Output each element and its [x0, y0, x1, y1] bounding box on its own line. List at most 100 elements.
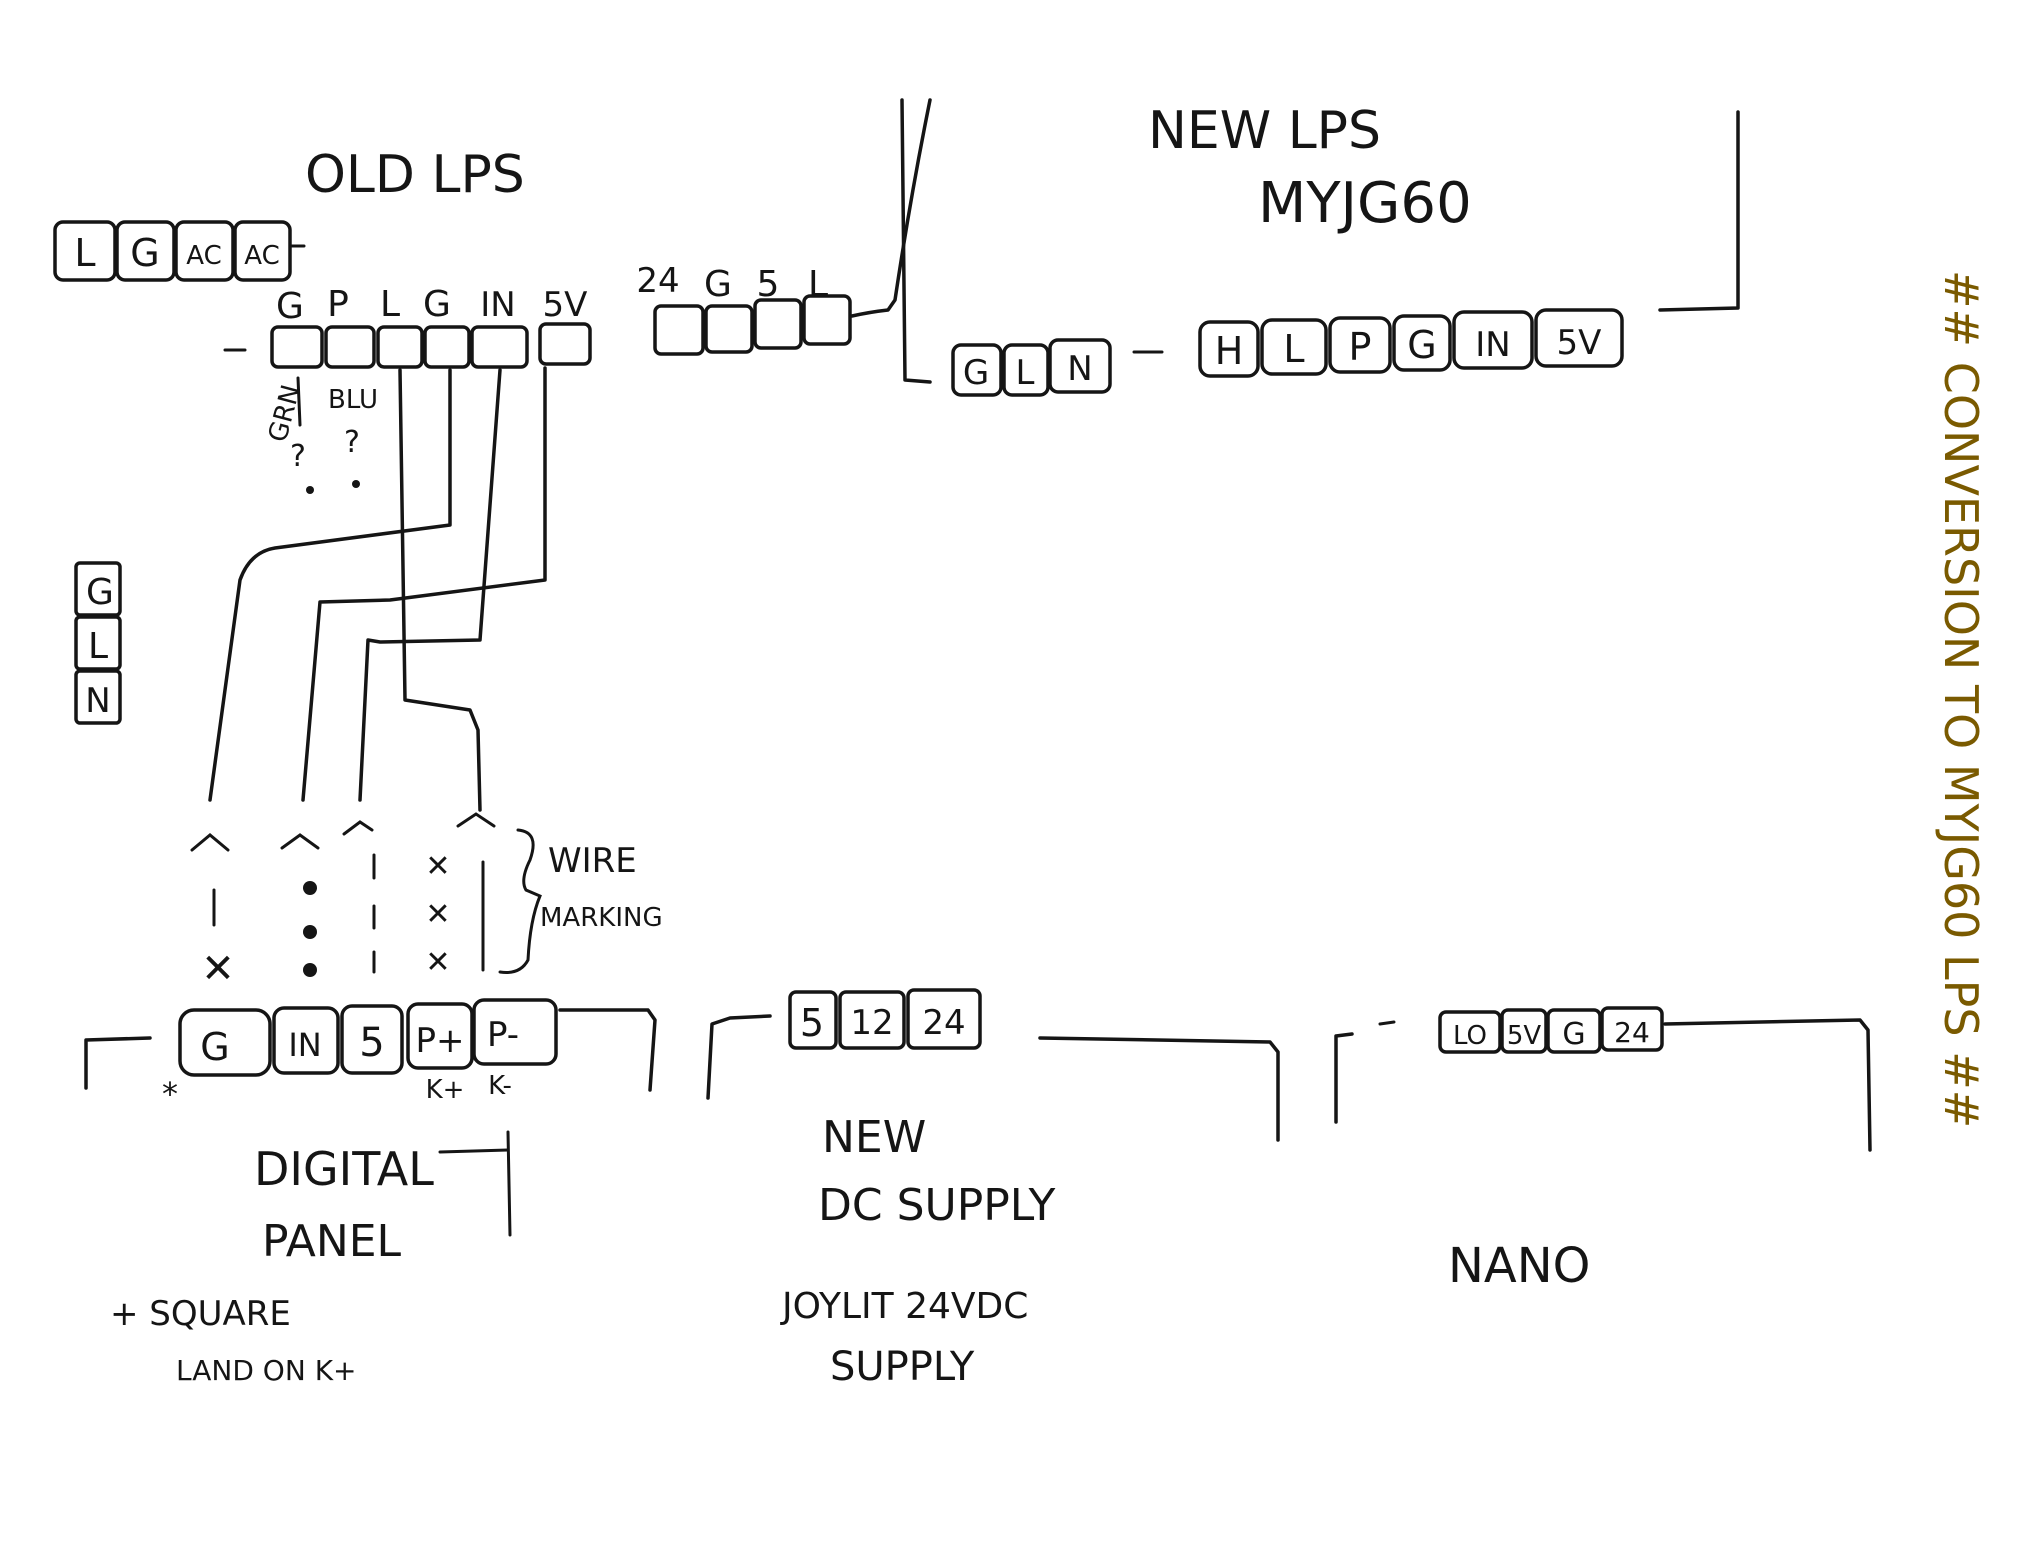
pin-label: IN: [480, 285, 515, 325]
x-mark: ✕: [425, 945, 450, 980]
terminal-box: [1198, 320, 1260, 378]
pin-label: G: [704, 264, 732, 305]
x-mark: ✕: [201, 946, 235, 992]
terminal-box: [272, 1006, 340, 1075]
terminal-box: [538, 322, 592, 366]
new-lps-dc-label: P: [1349, 325, 1372, 369]
terminal-box: [1534, 308, 1624, 368]
new-lps-dc-label: G: [1407, 323, 1436, 367]
wire-marking-line1: WIRE: [548, 841, 637, 881]
dc-supply-title-line1: NEW: [822, 1112, 926, 1163]
panel-sub-label: K-: [488, 1071, 512, 1101]
terminal-box: [838, 990, 906, 1050]
terminal-box: [1392, 314, 1452, 372]
terminal-label: G: [86, 572, 114, 613]
dc-supply-note-line2: SUPPLY: [830, 1344, 975, 1390]
terminal-box: [1328, 316, 1392, 374]
nano-title: NANO: [1448, 1238, 1590, 1294]
nano-terminal-label: LO: [1453, 1021, 1487, 1051]
panel-sub-label: K+: [426, 1075, 465, 1105]
wire-marking-line2: MARKING: [540, 903, 663, 933]
terminal-box: [74, 615, 122, 671]
pin-label: P: [327, 284, 349, 325]
nano-terminal-label: 24: [1614, 1016, 1650, 1049]
spare-gln-block: G L N: [74, 561, 122, 725]
terminal-label: L: [88, 626, 108, 667]
new-lps: NEW LPS MYJG60 G L N H L P G IN 5V: [900, 98, 1740, 397]
terminal-box: [1500, 1008, 1548, 1054]
terminal-box: [1002, 343, 1050, 397]
asterisk-mark: *: [162, 1075, 178, 1113]
terminal-box: [1260, 318, 1328, 376]
panel-terminal-label: P-: [487, 1015, 519, 1055]
new-lps-model: MYJG60: [1258, 171, 1472, 236]
nano-terminal-label: G: [1562, 1017, 1585, 1052]
new-lps-ac-label: L: [1016, 353, 1035, 393]
new-lps-dc-label: H: [1215, 329, 1244, 373]
unknown-mark: ?: [290, 439, 306, 474]
terminal-box: [270, 325, 324, 369]
unknown-mark: ?: [344, 425, 360, 460]
side-title-text: ## CONVERSION TO MYJG60 LPS ##: [1934, 270, 1988, 1128]
terminal-box: [178, 1008, 272, 1077]
old-lps-terminal-strip: [223, 322, 592, 369]
pin-label: L: [380, 284, 400, 325]
terminal-box: [1546, 1008, 1602, 1054]
side-title: ## CONVERSION TO MYJG60 LPS ##: [1934, 270, 1988, 1128]
x-mark: ✕: [425, 897, 450, 932]
x-mark: ✕: [425, 849, 450, 884]
new-lps-dc-label: IN: [1475, 325, 1510, 365]
panel-terminal-label: G: [200, 1025, 229, 1069]
new-lps-ac-label: G: [963, 353, 989, 393]
terminal-box: [324, 325, 376, 369]
terminal-box: [472, 998, 558, 1066]
old-lps-to-panel-wires: [208, 366, 547, 812]
dc-terminal-label: 24: [922, 1003, 965, 1043]
panel-terminal-label: 5: [359, 1020, 384, 1066]
terminal-box: [340, 1004, 404, 1075]
new-lps-title: NEW LPS: [1148, 101, 1381, 161]
terminal-box: [704, 304, 754, 354]
dc-terminal-label: 12: [850, 1003, 893, 1043]
terminal-box: [653, 304, 705, 356]
terminal-box: [74, 669, 122, 725]
old-lps-ac-block: L G AC AC: [53, 220, 306, 282]
old-lps-output-strip: 24 G 5 L: [636, 98, 932, 356]
blu-label: BLU: [328, 385, 378, 415]
dc-terminal-label: 5: [800, 1001, 824, 1045]
panel-note-line2: LAND ON K+: [176, 1354, 357, 1387]
terminal-box: [115, 220, 176, 282]
terminal-box: [376, 325, 424, 369]
digital-panel: G IN 5 P+ P- * K+ K- DIGITAL PANEL + SQU…: [84, 998, 657, 1387]
dc-supply-note-line1: JOYLIT 24VDC: [780, 1286, 1028, 1327]
old-lps-title: OLD LPS: [305, 145, 525, 205]
terminal-box: [951, 343, 1003, 397]
pin-label: G: [423, 284, 451, 325]
terminal-box: [406, 1002, 474, 1070]
terminal-box: [1048, 338, 1112, 394]
old-lps-unknown-notes: GRN BLU ? ?: [263, 376, 378, 494]
dc-supply-title-line2: DC SUPPLY: [818, 1180, 1055, 1231]
new-dc-supply: 5 12 24 NEW DC SUPPLY JOYLIT 24VDC SUPPL…: [706, 988, 1280, 1390]
pin-label: G: [276, 286, 304, 327]
terminal-box: [233, 220, 292, 282]
ac-terminal-label: G: [130, 231, 159, 275]
ac-terminal-label: AC: [244, 241, 279, 271]
terminal-label: N: [85, 681, 110, 721]
wire-marking: ✕ ✕ ✕ ✕ WIRE MARKING: [190, 812, 663, 992]
terminal-box: [470, 325, 529, 369]
terminal-box: [53, 220, 117, 282]
terminal-box: [906, 988, 982, 1050]
new-lps-dc-label: 5V: [1557, 323, 1602, 363]
digital-panel-title-line1: DIGITAL: [254, 1142, 434, 1196]
pin-label: 5: [757, 264, 780, 305]
panel-terminal-label: IN: [288, 1026, 321, 1064]
terminal-box: [1600, 1006, 1664, 1052]
pin-label: 5V: [543, 285, 588, 325]
ac-terminal-label: AC: [186, 241, 221, 271]
terminal-box: [802, 294, 852, 346]
digital-panel-title-line2: PANEL: [262, 1216, 402, 1267]
old-lps-pin-labels: G P L G IN 5V: [276, 284, 587, 327]
pin-label: L: [808, 264, 828, 305]
